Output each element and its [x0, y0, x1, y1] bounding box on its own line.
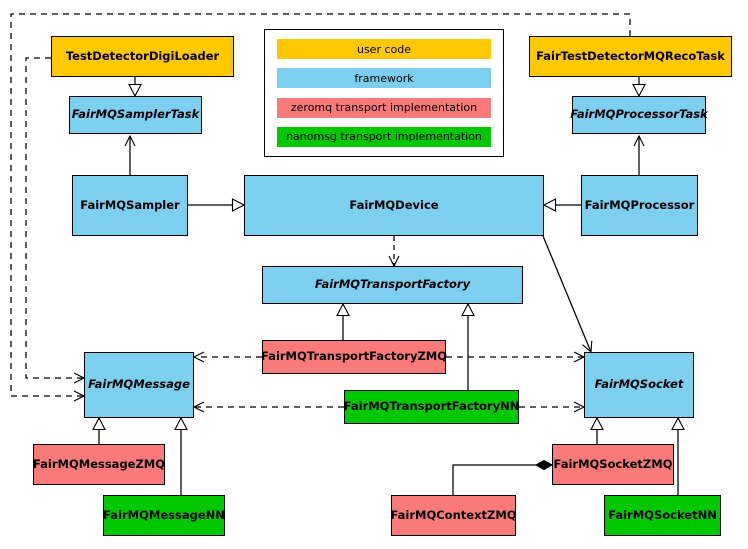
- legend-label-nanomsg: nanomsg transport implementation: [286, 130, 482, 144]
- class-node-fairmqmessage[interactable]: FairMQMessage: [84, 352, 194, 418]
- edge-device-socket: [542, 235, 591, 352]
- class-node-fairmqdevice[interactable]: FairMQDevice: [244, 175, 544, 236]
- class-node-testdetectordigiloader[interactable]: TestDetectorDigiLoader: [51, 36, 234, 77]
- legend-item-zeromq: zeromq transport implementation: [277, 97, 491, 118]
- class-node-fairmqsocketzmq[interactable]: FairMQSocketZMQ: [552, 444, 674, 485]
- class-node-fairmqcontextzmq[interactable]: FairMQContextZMQ: [390, 495, 517, 536]
- legend-item-framework: framework: [277, 68, 491, 89]
- edge-socketzmq-contextzmq: [452, 465, 552, 495]
- class-node-fairmqprocessor[interactable]: FairMQProcessor: [581, 175, 698, 236]
- class-node-fairtestdetectormqrecotask[interactable]: FairTestDetectorMQRecoTask: [529, 36, 732, 77]
- class-node-fairmqsocketnn[interactable]: FairMQSocketNN: [604, 495, 721, 536]
- legend-label-zeromq: zeromq transport implementation: [290, 101, 478, 115]
- class-node-fairmqtransportfactory[interactable]: FairMQTransportFactory: [262, 266, 523, 304]
- class-node-fairmqsamplertask[interactable]: FairMQSamplerTask: [69, 96, 202, 134]
- legend: user code framework zeromq transport imp…: [264, 29, 504, 157]
- class-node-fairmqsampler[interactable]: FairMQSampler: [72, 175, 188, 236]
- class-node-fairmqmessagezmq[interactable]: FairMQMessageZMQ: [33, 444, 165, 485]
- class-node-fairmqtransportfactorynn[interactable]: FairMQTransportFactoryNN: [344, 390, 519, 424]
- class-node-fairmqsocket[interactable]: FairMQSocket: [584, 352, 694, 418]
- class-node-fairmqtransportfactoryzmq[interactable]: FairMQTransportFactoryZMQ: [261, 340, 447, 374]
- legend-label-user-code: user code: [356, 42, 412, 56]
- legend-item-nanomsg: nanomsg transport implementation: [277, 126, 491, 147]
- legend-label-framework: framework: [354, 71, 414, 85]
- legend-item-user-code: user code: [277, 39, 491, 59]
- class-node-fairmqprocessortask[interactable]: FairMQProcessorTask: [570, 96, 708, 134]
- class-node-fairmqmessagenn[interactable]: FairMQMessageNN: [103, 495, 225, 536]
